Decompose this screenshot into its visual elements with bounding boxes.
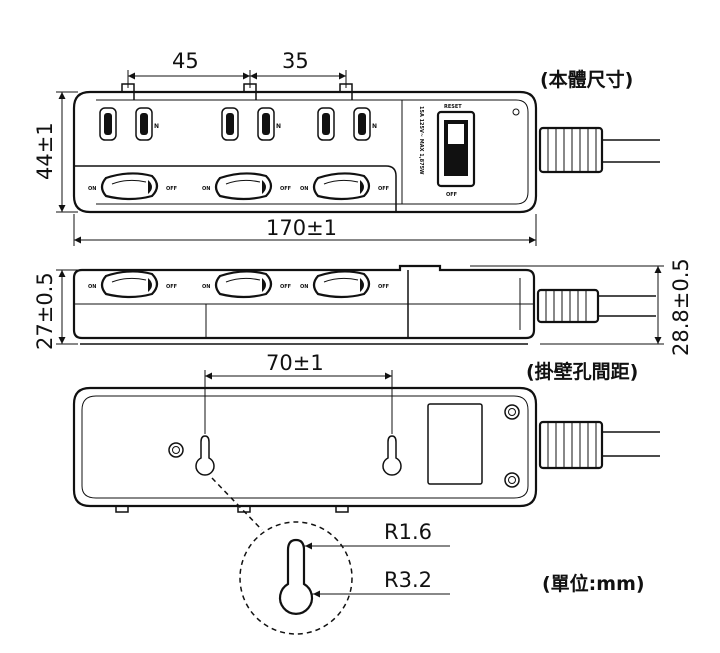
mount-holes <box>195 435 402 476</box>
svg-text:ON: ON <box>300 186 308 192</box>
svg-text:70±1: 70±1 <box>266 351 324 375</box>
dim-side-left: 27±0.5 <box>33 269 78 350</box>
dim-height: 44±1 <box>33 91 78 213</box>
svg-text:45: 45 <box>172 49 199 73</box>
dim-top-gaps: 45 35 <box>127 49 347 88</box>
reset-label: RESET <box>444 104 462 110</box>
svg-text:OFF: OFF <box>280 284 291 290</box>
svg-text:OFF: OFF <box>166 186 177 192</box>
label-panel <box>427 403 483 485</box>
screws <box>168 404 520 488</box>
cable-bottom <box>538 420 660 470</box>
n-mark-3: N <box>372 123 377 130</box>
mount-spacing-label: (掛壁孔間距) <box>526 360 638 383</box>
mount-hole-detail: R1.6 R3.2 <box>239 520 450 635</box>
off-label: OFF <box>446 192 457 198</box>
svg-text:ON: ON <box>300 284 308 290</box>
svg-text:44±1: 44±1 <box>33 122 57 180</box>
on-off-marks-top: ON OFF ON OFF ON OFF <box>88 186 389 192</box>
svg-text:OFF: OFF <box>280 186 291 192</box>
dim-length: 170±1 <box>73 214 537 246</box>
cable-top <box>538 126 660 174</box>
svg-text:ON: ON <box>88 284 96 290</box>
svg-text:170±1: 170±1 <box>266 216 337 240</box>
rocker-switches-side <box>100 270 371 299</box>
rocker-switches-top <box>100 172 371 201</box>
cable-side <box>536 288 656 324</box>
bottom-view: 70±1 R1.6 R3.2 (單位:mm) <box>72 351 660 635</box>
svg-text:35: 35 <box>282 49 309 73</box>
master-switch: RESET OFF 15A 125V~ MAX 1,875W <box>418 104 476 198</box>
top-body-outline <box>72 90 538 214</box>
n-mark-1: N <box>154 123 159 130</box>
svg-text:28.8±0.5: 28.8±0.5 <box>669 258 693 356</box>
svg-text:OFF: OFF <box>166 284 177 290</box>
svg-text:ON: ON <box>88 186 96 192</box>
top-view: N N N ON OFF ON <box>33 49 660 246</box>
svg-text:27±0.5: 27±0.5 <box>33 272 57 350</box>
on-off-marks-side: ON OFF ON OFF ON OFF <box>88 284 389 290</box>
svg-text:ON: ON <box>202 284 210 290</box>
body-size-label: (本體尺寸) <box>540 68 633 91</box>
rating-label: 15A 125V~ MAX 1,875W <box>418 106 424 175</box>
detail-leader <box>211 477 263 531</box>
n-mark-2: N <box>276 123 281 130</box>
svg-text:ON: ON <box>202 186 210 192</box>
radius-small-label: R1.6 <box>384 520 432 544</box>
svg-text:OFF: OFF <box>378 284 389 290</box>
side-body-outline <box>72 264 536 340</box>
svg-text:OFF: OFF <box>378 186 389 192</box>
usb-ports <box>99 107 371 141</box>
radius-large-label: R3.2 <box>384 568 432 592</box>
dim-side-right: 28.8±0.5 <box>470 258 693 356</box>
dim-hole-spacing: 70±1 <box>204 351 393 434</box>
bottom-body-outline <box>72 386 538 508</box>
side-view: ON OFF ON OFF ON OFF 27±0.5 28.8±0.5 (掛壁… <box>33 258 693 383</box>
unit-label: (單位:mm) <box>542 572 645 595</box>
